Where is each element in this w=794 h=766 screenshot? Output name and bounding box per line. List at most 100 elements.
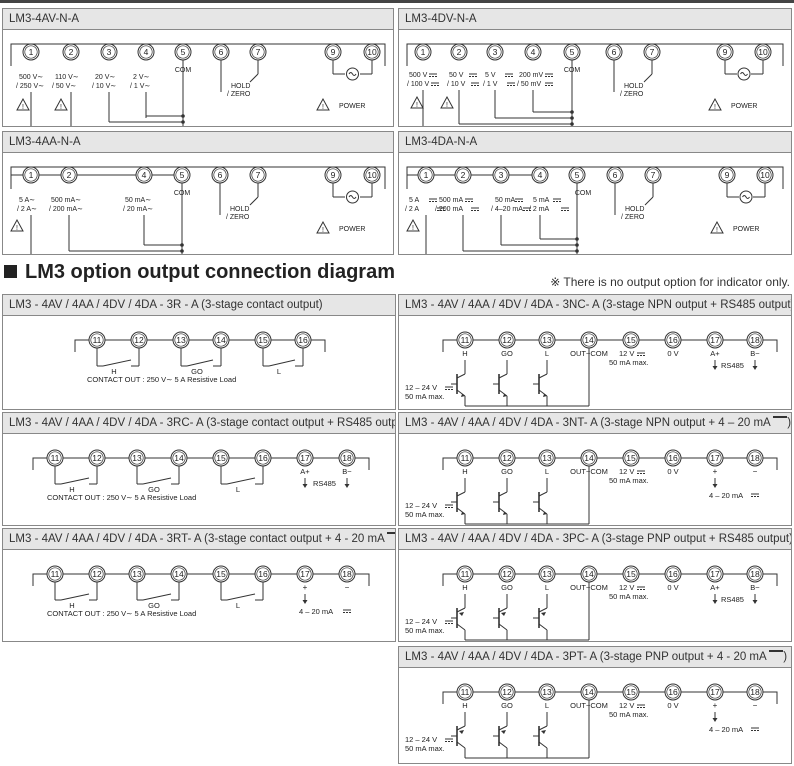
transistor-icon [459, 612, 464, 616]
v0-label: 0 V [667, 349, 678, 358]
terminal-number: 11 [51, 569, 60, 579]
terminal-number: 10 [367, 170, 377, 180]
range-label: / 200 mA [435, 206, 463, 213]
terminal-inner-ring [540, 451, 554, 465]
terminal-number: 15 [626, 335, 636, 345]
terminal-inner-ring [64, 45, 78, 59]
terminal-inner-ring [666, 685, 680, 699]
ma-label: 4 – 20 mA [709, 725, 743, 734]
terminal-circle [538, 683, 556, 701]
wire [456, 725, 466, 731]
terminal-number: 13 [542, 453, 552, 463]
wire [32, 457, 47, 470]
wire [456, 741, 466, 749]
warning-mark: ! [322, 104, 324, 111]
terminal-inner-ring [175, 168, 189, 182]
range-label: 50 V [449, 72, 464, 79]
wire [763, 457, 778, 470]
terminal-inner-ring [256, 567, 270, 581]
wire [644, 196, 654, 206]
panel-3nt: LM3 - 4AV / 4AA / 4DV / 4DA - 3NT- A (3-… [398, 412, 792, 526]
terminal-inner-ring [458, 333, 472, 347]
range-label: / 20 mA∼ [123, 206, 153, 213]
wire [10, 43, 386, 66]
terminal-circle [296, 565, 314, 583]
b-minus-label: B− [342, 467, 352, 476]
wire [538, 607, 548, 613]
terminal-inner-ring [608, 168, 622, 182]
range-label: / 2 mA [529, 206, 550, 213]
junction-dot [570, 116, 574, 120]
terminal-number: 7 [256, 170, 261, 180]
terminal-inner-ring [298, 451, 312, 465]
terminal-inner-ring [176, 45, 190, 59]
section-title-text: LM3 option output connection diagram [25, 261, 395, 283]
terminal-inner-ring [214, 567, 228, 581]
hold-label: HOLD [231, 83, 250, 90]
terminal-inner-ring [582, 685, 596, 699]
terminal-circle [538, 331, 556, 349]
wire [442, 573, 457, 586]
wire [538, 491, 548, 497]
terminal-circle [706, 565, 724, 583]
range-label: 5 V [485, 72, 496, 79]
terminal-number: 9 [331, 170, 336, 180]
power-label: POWER [733, 226, 759, 233]
terminal-number: 12 [502, 453, 512, 463]
a-plus-label: A+ [300, 467, 310, 476]
terminal-circle [664, 449, 682, 467]
wire [538, 623, 548, 631]
terminal-number: 13 [542, 687, 552, 697]
terminal-inner-ring [582, 451, 596, 465]
range-label: / 10 V∼ [92, 83, 116, 90]
h-label: H [462, 349, 467, 358]
terminal-inner-ring [90, 451, 104, 465]
panel-3rt: LM3 - 4AV / 4AA / 4DV / 4DA - 3RT- A (3-… [2, 528, 396, 642]
range-label: 50 mA∼ [125, 197, 151, 204]
wire [355, 573, 370, 586]
terminal-circle [296, 449, 314, 467]
terminal-number: 18 [342, 453, 352, 463]
terminal-inner-ring [624, 451, 638, 465]
wire [498, 491, 508, 497]
terminal-circle [100, 43, 118, 61]
terminal-circle [622, 331, 640, 349]
terminal-circle [486, 43, 504, 61]
terminal-number: 11 [461, 335, 470, 345]
panel-3rc: LM3 - 4AV / 4AA / 4DV / 4DA - 3RC- A (3-… [2, 412, 396, 526]
terminal-inner-ring [748, 333, 762, 347]
plus-label: + [713, 467, 718, 476]
terminal-number: 12 [92, 453, 102, 463]
warning-icon [708, 97, 722, 111]
terminal-inner-ring [90, 567, 104, 581]
terminal-circle [706, 683, 724, 701]
terminal-inner-ring [500, 685, 514, 699]
terminal-circle [456, 331, 474, 349]
terminal-number: 1 [29, 47, 34, 57]
terminal-inner-ring [452, 45, 466, 59]
terminal-number: 17 [300, 569, 310, 579]
wire [498, 607, 508, 613]
warning-mark: ! [412, 225, 414, 232]
contact-label: L [277, 367, 281, 376]
wire [763, 691, 778, 704]
wire [32, 573, 47, 586]
terminal-number: 18 [342, 569, 352, 579]
wire [406, 166, 784, 189]
npn-v-label: 12 – 24 V [405, 383, 437, 392]
terminal-circle [538, 449, 556, 467]
terminal-inner-ring [132, 333, 146, 347]
transistor-icon [541, 730, 546, 734]
wire [498, 507, 508, 515]
panel-title: LM3-4DV-N-A [399, 9, 791, 30]
terminal-circle [137, 43, 155, 61]
panel-title: LM3 - 4AV / 4AA / 4DV / 4DA - 3NC- A (3-… [399, 295, 791, 316]
terminal-inner-ring [565, 45, 579, 59]
terminal-inner-ring [24, 168, 38, 182]
terminal-inner-ring [340, 451, 354, 465]
terminal-inner-ring [488, 45, 502, 59]
terminal-circle [538, 565, 556, 583]
